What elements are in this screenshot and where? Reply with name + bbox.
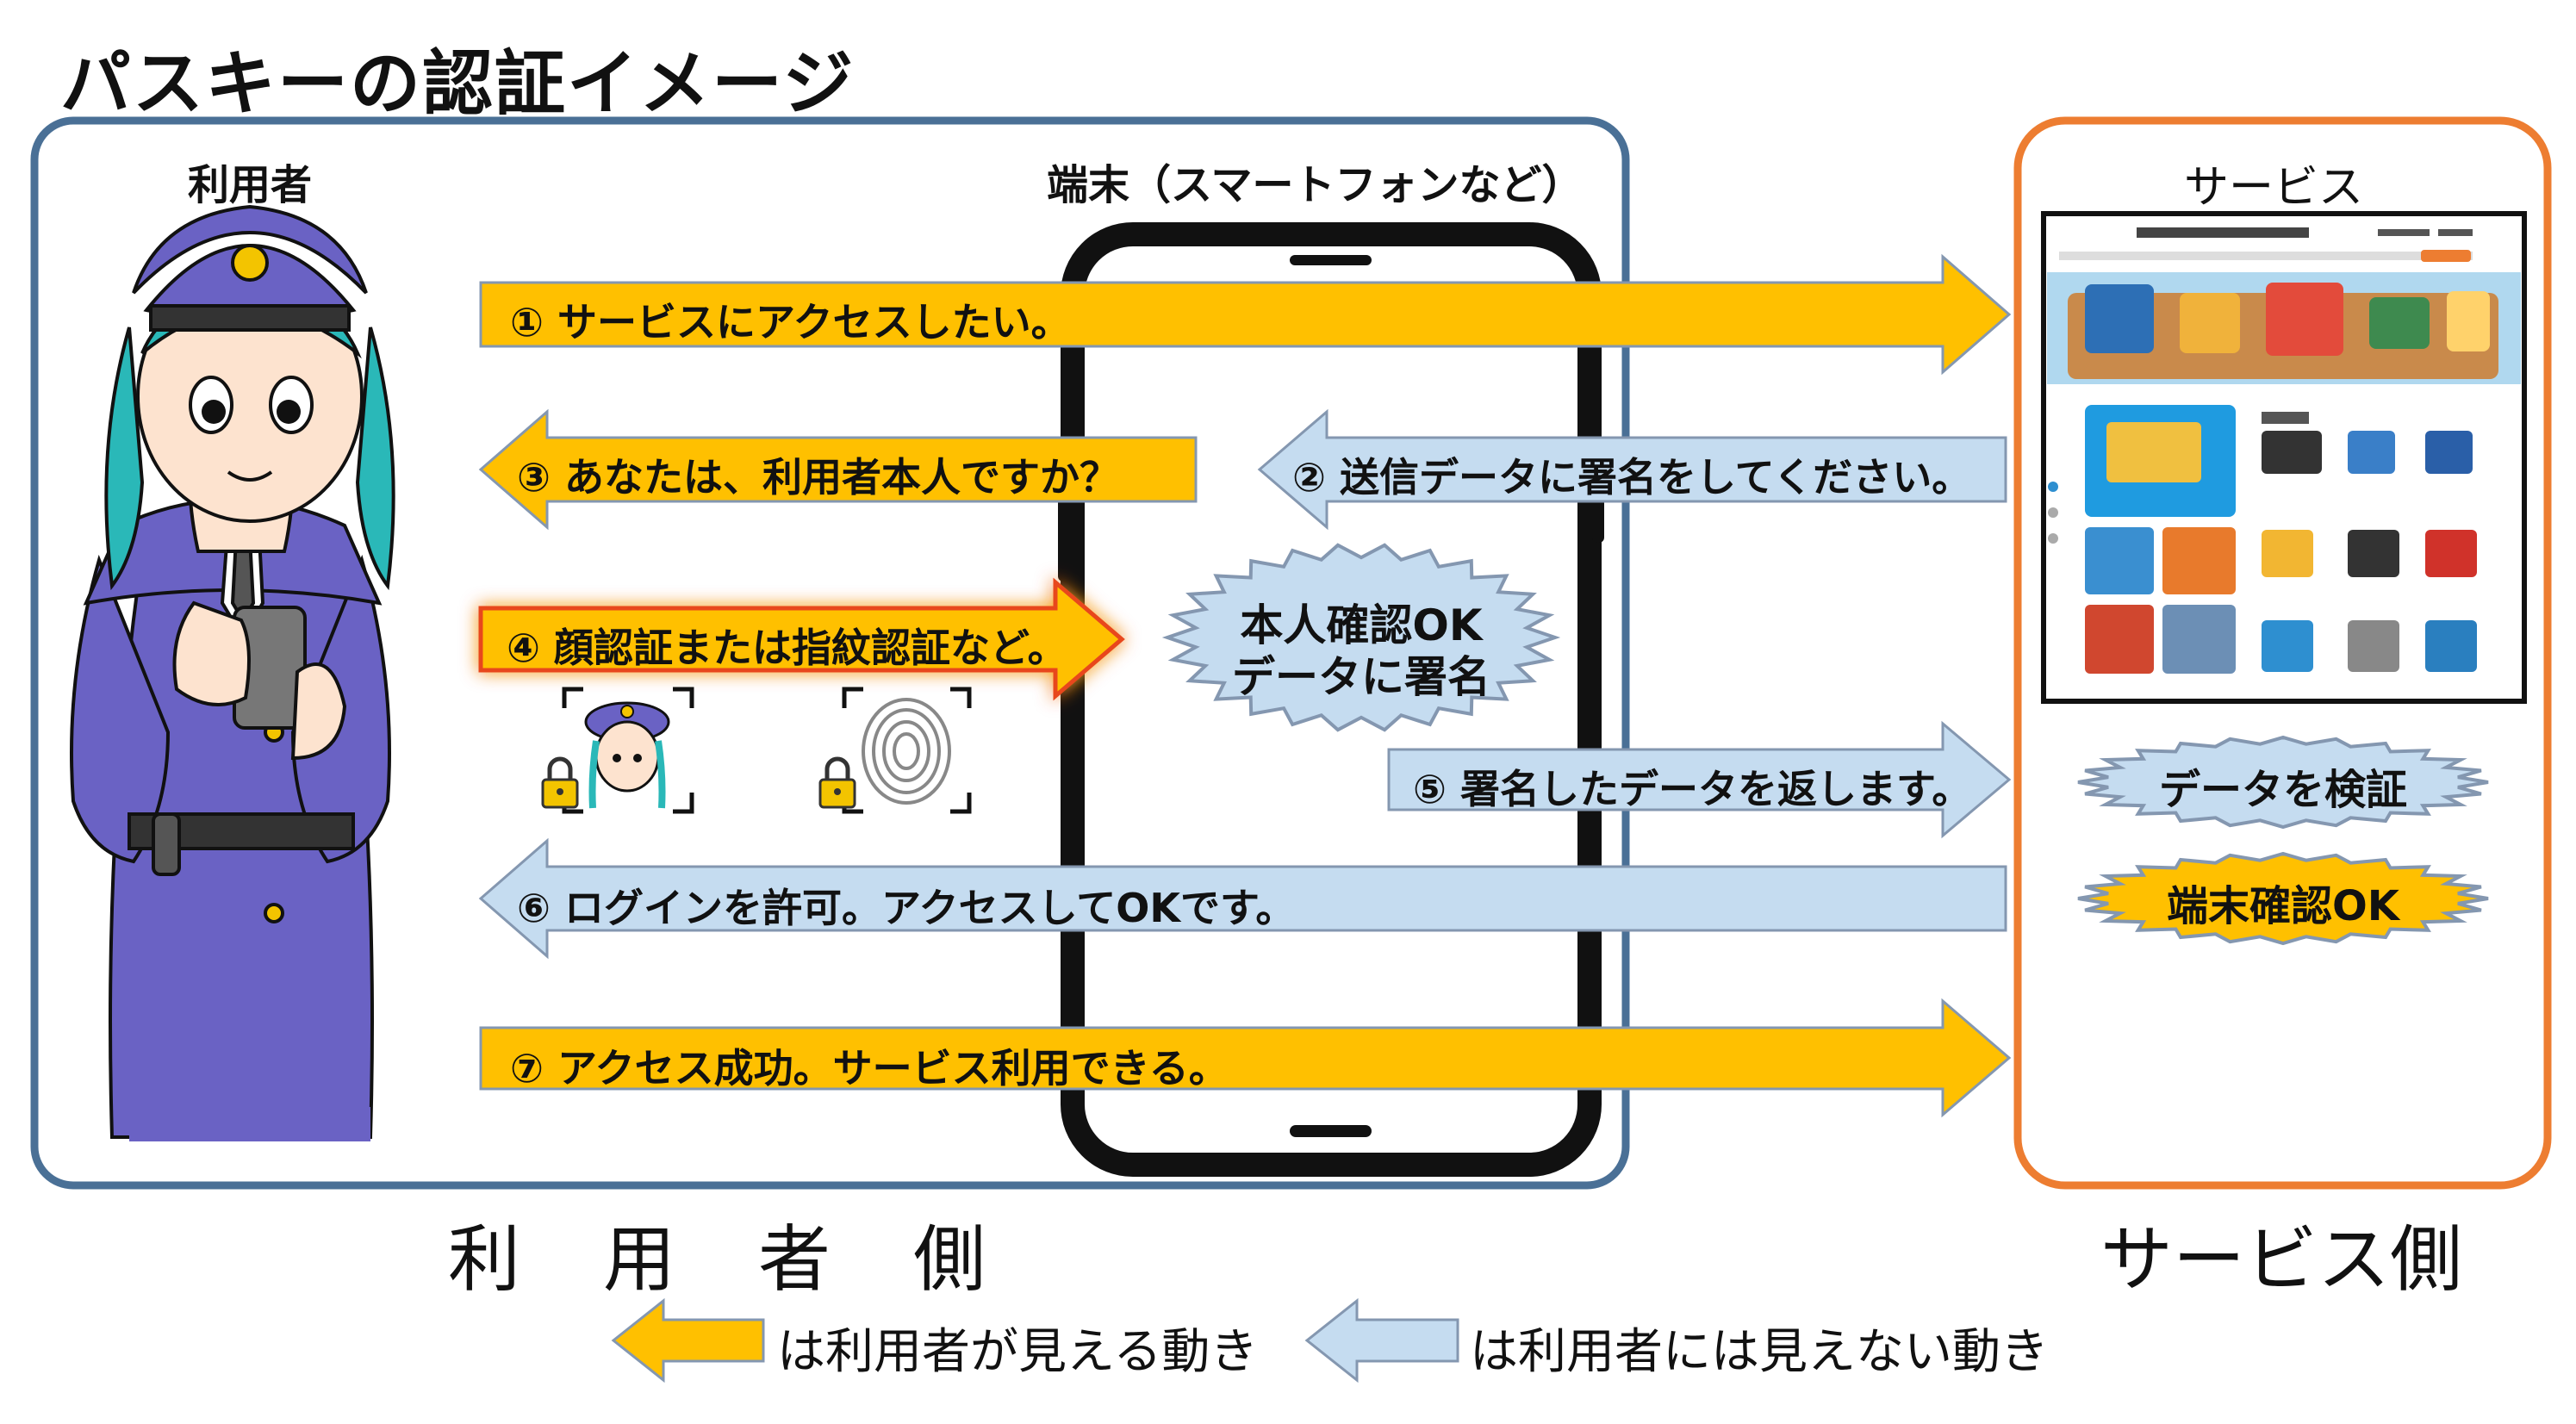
lock-icon xyxy=(541,756,579,809)
step-3-label: ③ あなたは、利用者本人ですか？ xyxy=(517,454,1119,501)
service-label: サービス xyxy=(2184,162,2364,214)
legend-visible-label: は利用者が見える動き xyxy=(777,1324,1259,1380)
legend-arrow-visible xyxy=(611,1297,765,1384)
device-ok-burst xyxy=(2077,851,2489,946)
arrow-step-3 xyxy=(478,408,1198,531)
legend-arrow-invisible xyxy=(1304,1297,1459,1384)
page-title: パスキーの認証イメージ xyxy=(60,43,856,125)
arrow-step-6 xyxy=(478,837,2007,960)
arrow-step-4 xyxy=(478,577,1125,701)
arrow-step-1 xyxy=(479,253,2012,376)
step-6-label: ⑥ ログインを許可。アクセスしてOKです。 xyxy=(517,885,1296,931)
lock-icon xyxy=(818,756,856,809)
device-burst-line2: データに署名 xyxy=(1232,652,1490,702)
step-4-label: ④ 顔認証または指紋認証など。 xyxy=(507,625,1067,671)
device-burst xyxy=(1161,543,1561,732)
arrow-step-7 xyxy=(479,998,2012,1118)
face-auth-thumbnail xyxy=(562,687,694,814)
device-burst-line1: 本人確認OK xyxy=(1240,600,1483,650)
user-officer-illustration xyxy=(70,204,395,1141)
device-ok-burst-label: 端末確認OK xyxy=(2166,882,2399,930)
arrow-step-5 xyxy=(1387,720,2012,839)
step-1-label: ① サービスにアクセスしたい。 xyxy=(510,299,1071,345)
verify-burst xyxy=(2077,735,2489,830)
device-label: 端末（スマートフォンなど） xyxy=(1047,161,1584,209)
service-website-mockup xyxy=(2041,211,2527,704)
verify-burst-label: データを検証 xyxy=(2158,766,2407,814)
legend-invisible-label: は利用者には見えない動き xyxy=(1470,1324,2049,1380)
service-side-frame xyxy=(2013,116,2552,1190)
user-side-label: 利 用 者 側 xyxy=(448,1217,992,1302)
step-5-label: ⑤ 署名したデータを返します。 xyxy=(1413,766,1972,812)
fingerprint-thumbnail xyxy=(842,687,972,814)
arrow-step-2 xyxy=(1257,408,2007,531)
step-7-label: ⑦ アクセス成功。サービス利用できる。 xyxy=(510,1045,1229,1091)
service-side-label: サービス側 xyxy=(2100,1217,2463,1302)
user-label: 利用者 xyxy=(188,161,313,209)
step-2-label: ② 送信データに署名をしてください。 xyxy=(1292,454,1972,501)
user-side-frame xyxy=(30,116,1630,1190)
